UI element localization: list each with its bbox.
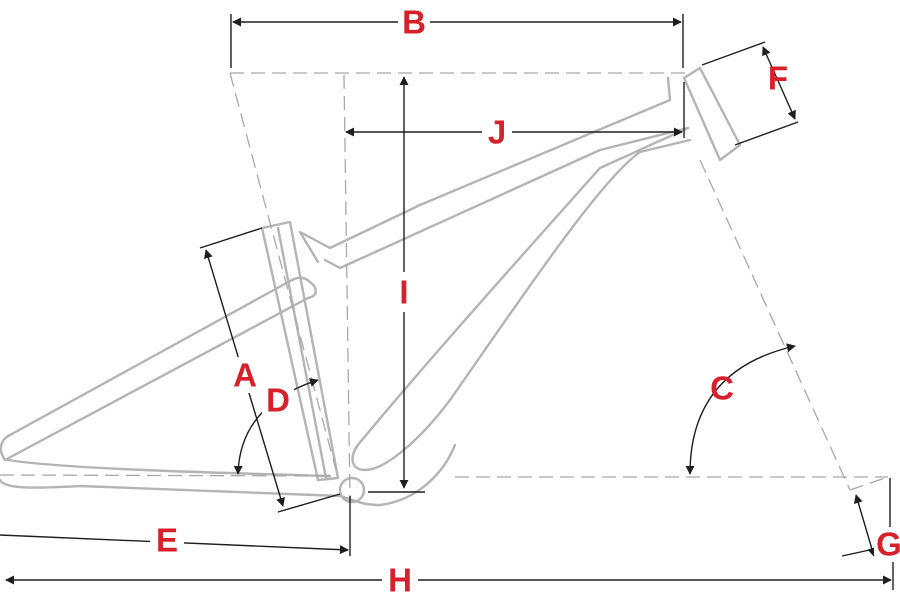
label-j: J [488,114,506,151]
label-i-bg [392,272,416,312]
dim-c-arc [685,343,796,475]
dim-a-ext-top [199,227,263,249]
label-a-bg [229,357,261,393]
label-h: H [388,562,412,599]
label-d-bg [262,384,294,418]
dimension-lines [0,14,894,590]
label-e-bg [150,522,184,558]
seat-stay [0,276,317,462]
label-b: B [402,4,426,41]
label-e: E [156,522,178,559]
label-d: D [266,382,290,419]
top-tube [298,76,690,270]
dim-f-line [762,46,796,120]
vertical-bb-line [343,74,351,501]
label-g: G [876,526,900,563]
dim-d-arc [233,378,319,475]
label-b-bg [398,4,430,42]
label-f: F [768,60,788,97]
dimension-labels: B J I F A D C E G H [150,4,900,599]
dim-f-ext-bottom [734,121,799,146]
bike-frame [0,66,742,507]
dim-a-ext-bottom [277,493,341,513]
dim-g-line [853,494,877,557]
down-tube [351,126,692,472]
bottom-bracket [338,476,366,504]
label-c: C [710,370,734,407]
label-h-bg [382,562,418,598]
label-g-bg [874,527,900,561]
fork-end-line [849,476,889,491]
dim-f-ext-top [701,41,766,66]
label-j-bg [482,114,512,150]
label-i: I [399,274,408,311]
head-tube [682,66,742,162]
label-a: A [233,357,257,394]
steering-axis-line [699,159,851,491]
